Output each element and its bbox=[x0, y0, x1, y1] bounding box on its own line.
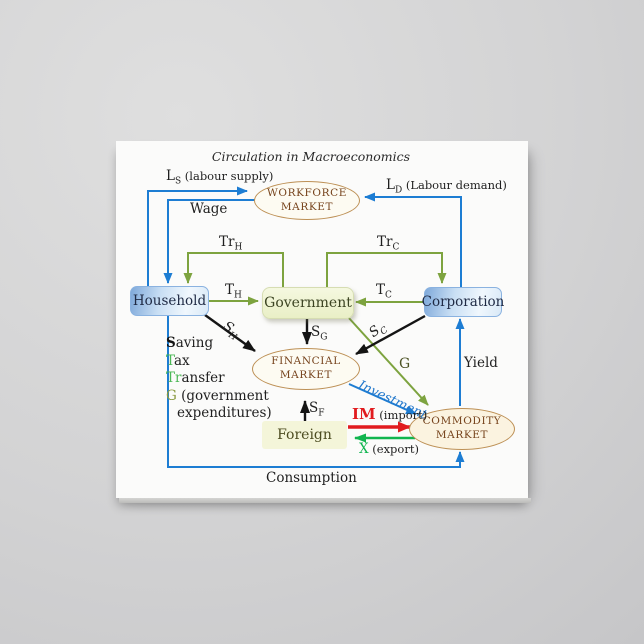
legend-saving: Saving bbox=[166, 335, 214, 351]
label-yield: Yield bbox=[464, 355, 498, 371]
label-tax-household: TH bbox=[225, 282, 242, 301]
label-labour-demand: LD (Labour demand) bbox=[386, 177, 507, 196]
legend-gov-expenditures-cont: expenditures) bbox=[177, 405, 272, 421]
node-financial-market: FINANCIAL MARKET bbox=[252, 348, 360, 390]
commodity-market-line1: COMMODITY bbox=[422, 415, 502, 428]
label-transfer-corporation: TrC bbox=[377, 234, 400, 253]
label-import: IM (import) bbox=[352, 405, 428, 423]
label-saving-foreign: SF bbox=[309, 400, 325, 419]
label-saving-government: SG bbox=[311, 324, 328, 343]
label-wage: Wage bbox=[190, 201, 228, 217]
diagram-title: Circulation in Macroeconomics bbox=[211, 149, 411, 164]
foreign-label: Foreign bbox=[277, 427, 332, 443]
node-corporation: Corporation bbox=[421, 287, 505, 317]
legend-transfer: Transfer bbox=[166, 370, 225, 386]
commodity-market-line2: MARKET bbox=[435, 429, 489, 441]
financial-market-line1: FINANCIAL bbox=[271, 355, 341, 368]
flow-arrows bbox=[147, 186, 465, 468]
arrow-consumption bbox=[167, 314, 465, 468]
legend-gov-expenditures: G (government bbox=[166, 387, 269, 404]
workforce-market-line1: WORKFORCE bbox=[266, 186, 348, 199]
workforce-market-line2: MARKET bbox=[280, 200, 334, 213]
government-label: Government bbox=[264, 295, 352, 311]
arrow-saving-corporation bbox=[355, 314, 426, 356]
arrow-transfer-household bbox=[183, 252, 284, 287]
arrow-wage bbox=[163, 199, 256, 284]
node-foreign: Foreign bbox=[262, 421, 347, 449]
node-household: Household bbox=[130, 286, 209, 316]
label-government-expenditure: G bbox=[399, 356, 411, 372]
node-commodity-market: COMMODITY MARKET bbox=[409, 408, 515, 450]
arrow-labour-demand bbox=[364, 192, 462, 287]
arrow-labour-supply bbox=[147, 186, 248, 286]
label-labour-supply: LS (labour supply) bbox=[166, 168, 274, 187]
corporation-label: Corporation bbox=[421, 294, 505, 310]
legend-tax: Tax bbox=[166, 352, 190, 369]
macroeconomics-diagram: WORKFORCE MARKET FINANCIAL MARKET COMMOD… bbox=[116, 141, 528, 498]
financial-market-line2: MARKET bbox=[279, 369, 333, 381]
label-export: X (export) bbox=[359, 441, 419, 457]
legend: Saving Tax Transfer G (government expend… bbox=[166, 335, 272, 423]
canvas-print: WORKFORCE MARKET FINANCIAL MARKET COMMOD… bbox=[116, 141, 531, 503]
node-government: Government bbox=[262, 287, 354, 319]
label-transfer-household: TrH bbox=[219, 234, 243, 253]
arrow-investment bbox=[348, 383, 417, 415]
arrow-saving-household bbox=[204, 314, 256, 352]
node-workforce-market: WORKFORCE MARKET bbox=[254, 181, 360, 220]
arrow-transfer-corporation bbox=[326, 252, 447, 287]
label-consumption: Consumption bbox=[266, 470, 357, 486]
household-label: Household bbox=[132, 293, 207, 309]
arrow-government-expenditure bbox=[347, 316, 429, 406]
label-tax-corporation: TC bbox=[376, 282, 392, 301]
